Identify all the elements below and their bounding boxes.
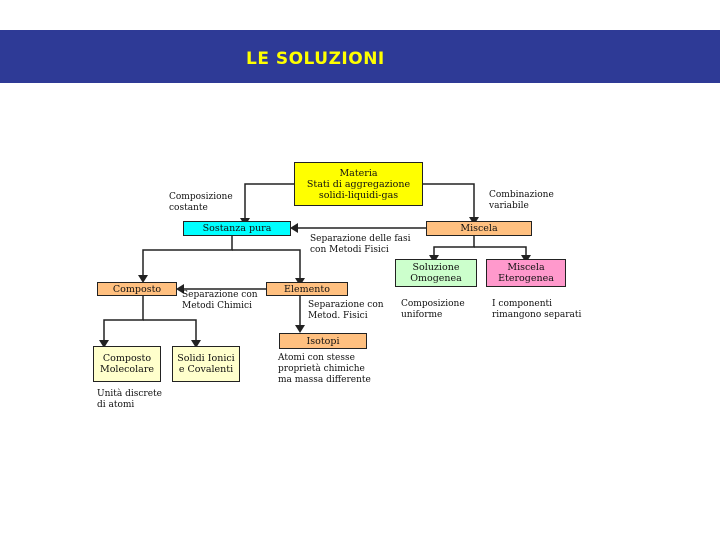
arrow-to-sostanza-left [290, 223, 298, 233]
box-materia-label: Materia Stati di aggregazione solidi-liq… [306, 167, 411, 201]
arrow-to-composto [138, 275, 148, 283]
connector-sostanza-elemento [232, 249, 301, 282]
box-soluzione-omogenea: Soluzione Omogenea [395, 259, 477, 287]
arrow-to-molecolare [99, 340, 109, 348]
arrow-to-isotopi [295, 325, 305, 333]
box-miscela: Miscela [426, 221, 532, 236]
connector-composto-solidi [143, 319, 197, 344]
box-miscela-label: Miscela [460, 223, 498, 234]
label-composizione-costante: Composizione costante [169, 192, 233, 213]
box-composto-label: Composto [112, 283, 162, 295]
box-soluzione-omogenea-label: Soluzione Omogenea [410, 262, 462, 284]
box-miscela-eterogenea: Miscela Eterogenea [486, 259, 566, 287]
header-bar [0, 30, 720, 83]
box-miscela-eterogenea-label: Miscela Eterogenea [498, 262, 554, 284]
connector-miscela-eterogenea [474, 246, 527, 259]
box-materia: Materia Stati di aggregazione solidi-liq… [294, 162, 423, 206]
connector-miscela-branch [433, 236, 475, 259]
box-elemento-label: Elemento [284, 283, 330, 295]
arrow-to-composto-left [176, 284, 184, 294]
label-separazione-fasi: Separazione delle fasi con Metodi Fisici [310, 234, 411, 255]
box-solidi-ionici-label: Solidi Ionici e Covalenti [177, 353, 235, 375]
connector-sostanza-branch [142, 236, 233, 279]
arrow-to-solidi [191, 340, 201, 348]
box-sostanza-pura: Sostanza pura [183, 221, 291, 236]
box-composto-molecolare-label: Composto Molecolare [99, 353, 154, 375]
page-title: LE SOLUZIONI [246, 49, 385, 69]
box-composto-molecolare: Composto Molecolare [93, 346, 161, 382]
box-composto: Composto [97, 282, 177, 296]
label-unita-discrete: Unità discrete di atomi [97, 389, 162, 410]
box-elemento: Elemento [266, 282, 348, 296]
box-isotopi-label: Isotopi [306, 335, 340, 347]
label-separazione-fisici: Separazione con Metod. Fisici [308, 300, 384, 321]
label-separazione-chimici: Separazione con Metodi Chimici [182, 290, 258, 311]
label-atomi-stesse-proprieta: Atomi con stesse proprietà chimiche ma m… [278, 353, 371, 385]
label-composizione-uniforme: Composizione uniforme [401, 299, 465, 320]
box-solidi-ionici: Solidi Ionici e Covalenti [172, 346, 240, 382]
connector-materia-miscela [422, 183, 475, 221]
label-componenti-separati: I componenti rimangono separati [492, 299, 582, 320]
connector-materia-sostanza [244, 183, 295, 222]
box-isotopi: Isotopi [279, 333, 367, 349]
connector-composto-branch [103, 296, 144, 344]
box-sostanza-pura-label: Sostanza pura [202, 223, 272, 234]
label-combinazione-variabile: Combinazione variabile [489, 190, 554, 211]
